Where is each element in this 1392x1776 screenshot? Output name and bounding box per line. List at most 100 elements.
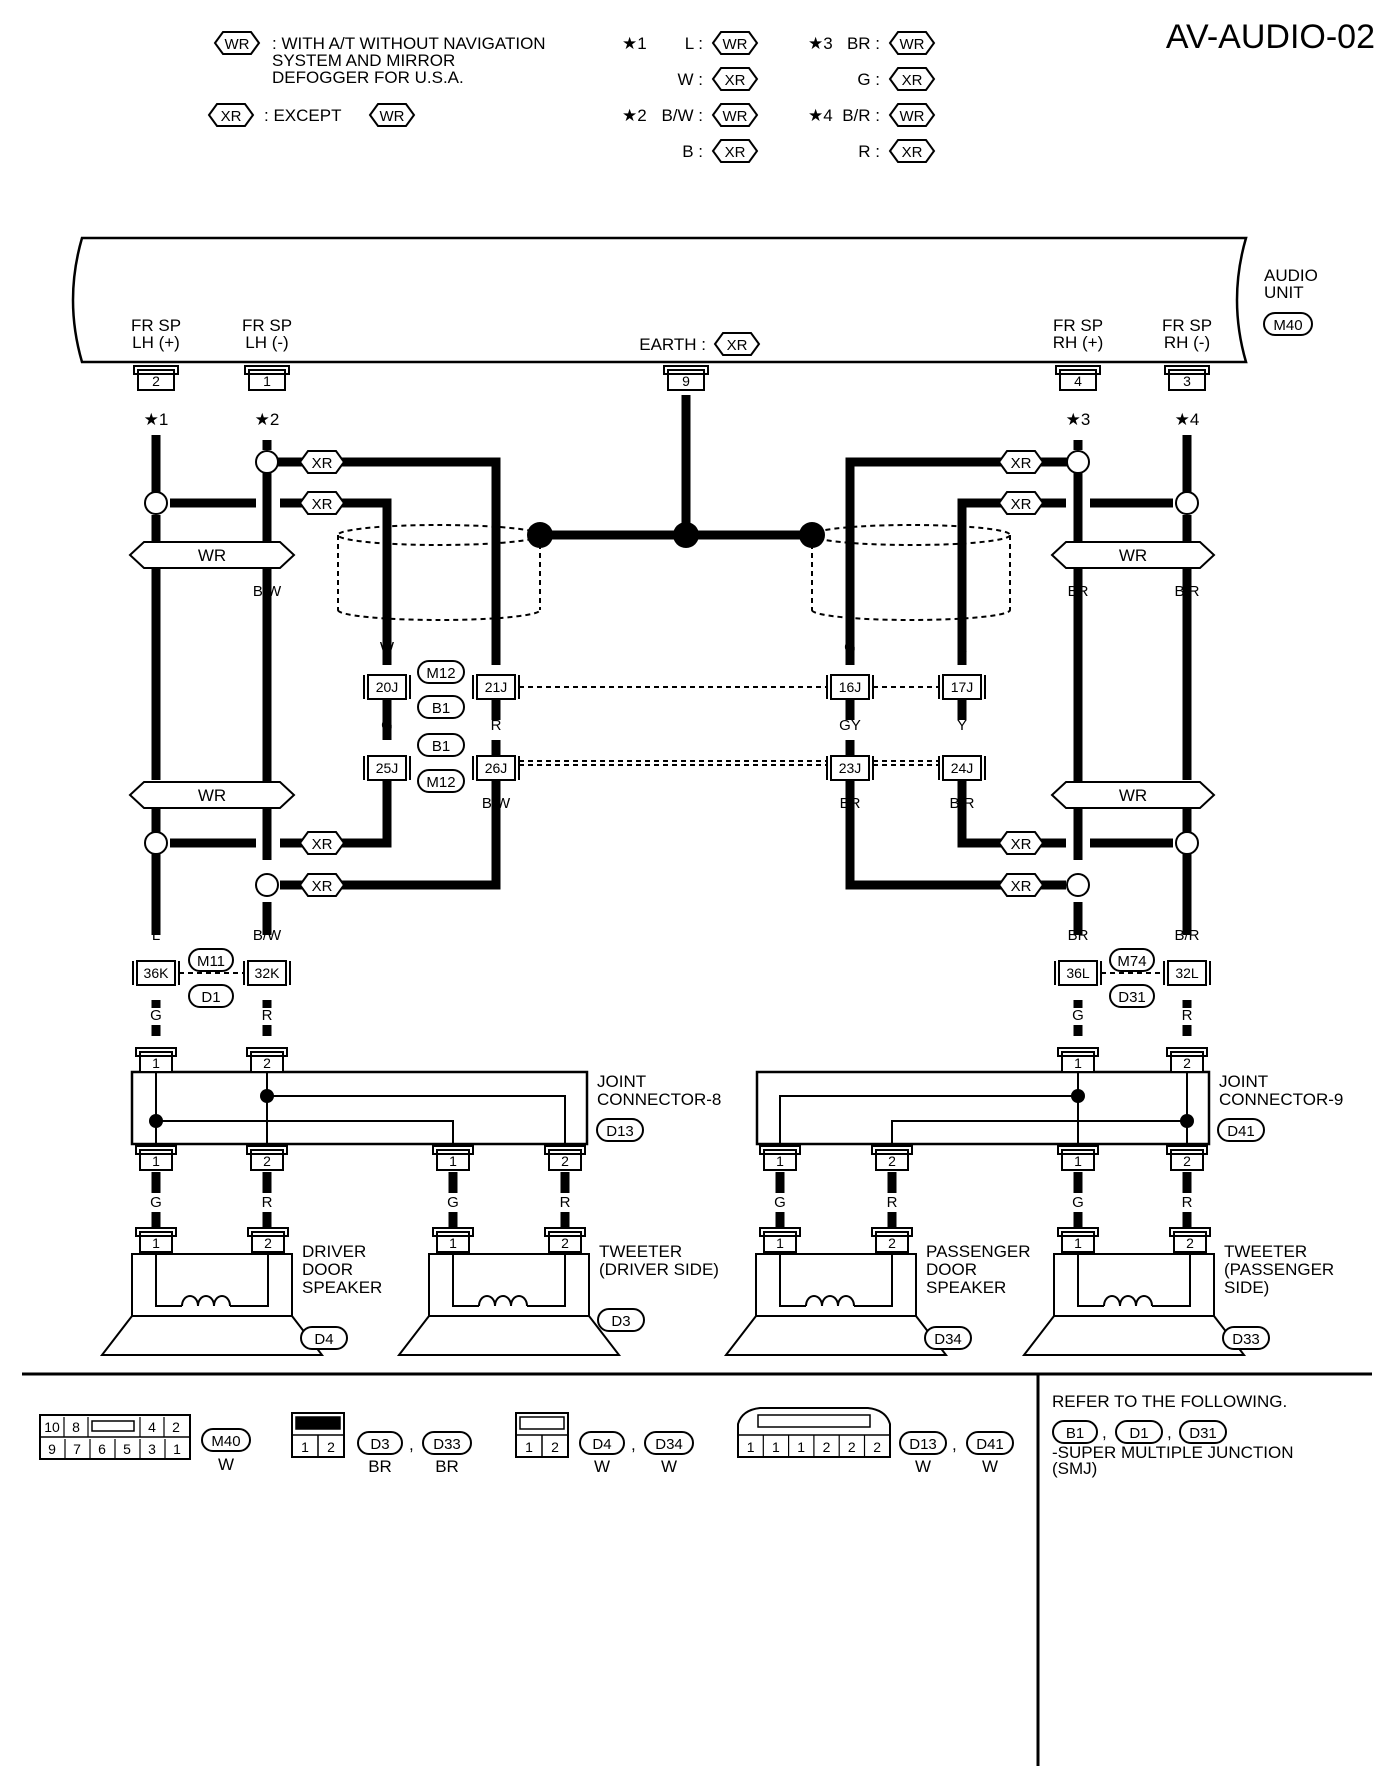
connector-face-pin: 5 (123, 1441, 131, 1457)
option-code-label: XR (902, 144, 923, 161)
connector-code-tag (188, 984, 234, 1008)
option-code-tag (298, 491, 346, 515)
refer-heading: REFER TO THE FOLLOWING. (1052, 1392, 1287, 1411)
connector-pin-number: 1 (152, 1235, 160, 1251)
connector-code-tag (1109, 948, 1155, 972)
junction-pin (942, 755, 982, 781)
speaker-lead (539, 1254, 566, 1307)
option-code-label: XR (312, 455, 333, 472)
wire-color-label: R (262, 1007, 273, 1024)
connector-pin-number: 2 (1183, 1153, 1191, 1169)
terminal-name: LH (-) (245, 333, 288, 352)
connector-code-label: D41 (1227, 1123, 1255, 1140)
option-code-tag (888, 103, 936, 127)
connector-color: W (218, 1455, 234, 1474)
wire-color-label: R (560, 1194, 571, 1211)
connector-code-tag (644, 1431, 694, 1455)
option-band (128, 781, 296, 809)
wire-color-label: W (380, 639, 395, 656)
joint-connector-label: CONNECTOR-9 (1219, 1090, 1343, 1109)
connector-shell (1166, 1145, 1208, 1155)
junction-pin-label: 20J (376, 679, 399, 695)
connector-pin-number: 3 (1183, 373, 1191, 389)
junction-pin (367, 674, 407, 700)
connector-color: W (915, 1457, 931, 1476)
speaker-coil-icon (478, 1295, 528, 1307)
legend-note-wire: W : (678, 70, 704, 89)
connector-pin-number: 1 (263, 373, 271, 389)
connector-pin-number: 2 (1183, 1055, 1191, 1071)
wire-color-label: G (774, 1194, 786, 1211)
connector-shell (759, 1227, 801, 1237)
option-code-label: XR (1011, 836, 1032, 853)
option-code-label: XR (1011, 496, 1032, 513)
shield-bottom (811, 609, 1011, 621)
connector-face-key (91, 1420, 135, 1432)
option-code-tag (711, 103, 759, 127)
connector-face-pin: 1 (772, 1439, 780, 1455)
connector-pin-number: 1 (1074, 1055, 1082, 1071)
connector-pin-number: 9 (682, 373, 690, 389)
connector-code-label: D31 (1189, 1425, 1217, 1442)
connector-code-label: D4 (592, 1436, 611, 1453)
connector-code-tag (1222, 1326, 1270, 1350)
speaker-cone (1021, 1315, 1247, 1356)
speaker-coil-icon (181, 1295, 231, 1307)
connector-shell (1164, 365, 1210, 375)
connector-face-key (295, 1416, 341, 1430)
option-code-tag (997, 831, 1045, 855)
separator: , (952, 1435, 957, 1454)
speaker-label: SIDE) (1224, 1278, 1269, 1297)
connector-shell (759, 1145, 801, 1155)
wire-color-label: BR (1068, 927, 1089, 944)
connector-pin-number: 1 (152, 1153, 160, 1169)
option-code-tag (888, 31, 936, 55)
terminal-name: EARTH : (639, 335, 706, 354)
connector-code-label: M12 (426, 774, 455, 791)
connector-code-label: D31 (1118, 989, 1146, 1006)
joint-connector-9-box (755, 1070, 1211, 1146)
junction-pin (830, 755, 870, 781)
connector-code-tag (417, 660, 465, 684)
speaker-lead (1164, 1254, 1191, 1307)
connector-face-pin: 9 (48, 1441, 56, 1457)
wire-color-label: B/W (253, 583, 282, 600)
wire-segment (280, 498, 392, 665)
terminal-name: LH (+) (132, 333, 180, 352)
connector-face-pin: 2 (848, 1439, 856, 1455)
connector-shell (246, 1145, 288, 1155)
connector-color: BR (368, 1457, 392, 1476)
junction-pin (1167, 960, 1207, 986)
connector-pin-number: 2 (263, 1055, 271, 1071)
wire-color-label: R (957, 639, 968, 656)
connector-shell (1057, 1047, 1099, 1057)
splice-dot (149, 1114, 163, 1128)
legend-note-wire: B : (682, 142, 703, 161)
components-layer (22, 31, 1372, 1766)
thin-line (156, 1120, 454, 1144)
option-band-label: WR (1119, 546, 1147, 565)
separator: , (1102, 1423, 1107, 1442)
wire-color-label: L (152, 927, 160, 944)
speaker-label: PASSENGER (926, 1242, 1031, 1261)
refer-text: -SUPER MULTIPLE JUNCTION (1052, 1443, 1294, 1462)
connector-shell (1169, 1227, 1211, 1237)
connector-pin-number: 2 (264, 1235, 272, 1251)
terminal-name: FR SP (1162, 316, 1212, 335)
separator: , (409, 1435, 414, 1454)
legend-note-mark: ★1 (622, 34, 647, 53)
option-code-label: WR (225, 36, 250, 53)
separator: , (1167, 1423, 1172, 1442)
connector-face-pin: 6 (98, 1441, 106, 1457)
wire-color-label: B/R (1174, 927, 1199, 944)
audio-unit-box (71, 236, 1248, 364)
wire-color-label: BR (1068, 583, 1089, 600)
connector-face-pin: 8 (72, 1419, 80, 1435)
connector-color: W (982, 1457, 998, 1476)
connector-face-pin: 2 (327, 1439, 335, 1455)
thin-line (891, 1120, 1187, 1144)
connector-code-label: B1 (1066, 1425, 1084, 1442)
connector-pin-number: 2 (888, 1153, 896, 1169)
connector-code-label: M11 (197, 953, 225, 970)
